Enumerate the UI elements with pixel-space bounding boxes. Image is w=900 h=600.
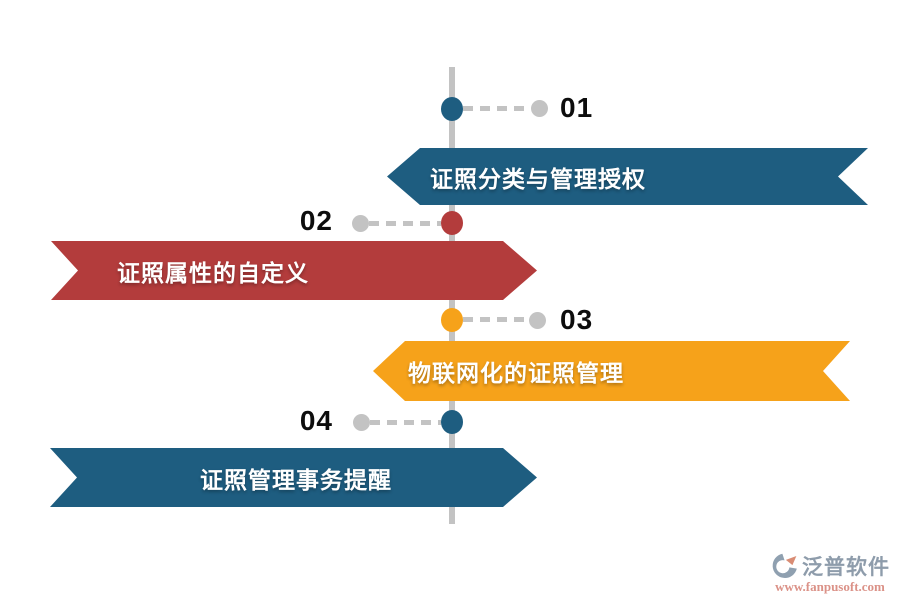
connector-dot-3	[529, 312, 546, 329]
connector-dash-2	[369, 221, 441, 226]
brand-url: www.fanpusoft.com	[775, 579, 885, 594]
watermark: 泛普软件 www.fanpusoft.com	[770, 551, 890, 595]
connector-dash-1	[463, 106, 531, 111]
banner-item-3: 物联网化的证照管理	[373, 341, 850, 401]
connector-dot-1	[531, 100, 548, 117]
connector-dot-4	[353, 414, 370, 431]
banner-item-2: 证照属性的自定义	[51, 241, 537, 300]
banner-label-4: 证照管理事务提醒	[200, 466, 392, 493]
item-number-2: 02	[299, 205, 333, 236]
banner-item-1: 证照分类与管理授权	[387, 148, 868, 205]
connector-dash-4	[370, 420, 441, 425]
brand-name: 泛普软件	[802, 556, 890, 579]
banner-label-1: 证照分类与管理授权	[430, 165, 646, 192]
timeline-dot-3	[441, 308, 463, 332]
connector-dot-2	[352, 215, 369, 232]
item-number-1: 01	[560, 92, 594, 123]
timeline-dot-2	[441, 211, 463, 235]
banner-label-2: 证照属性的自定义	[117, 259, 309, 286]
timeline-dot-1	[441, 97, 463, 121]
watermark-brand-row: 泛普软件	[770, 551, 890, 581]
item-number-4: 04	[299, 405, 333, 436]
banner-label-3: 物联网化的证照管理	[408, 360, 624, 386]
connector-dash-3	[463, 317, 529, 322]
fanpu-logo-icon	[772, 553, 797, 578]
banner-item-4: 证照管理事务提醒	[50, 448, 537, 507]
item-number-3: 03	[560, 304, 594, 335]
timeline-dot-4	[441, 410, 463, 434]
